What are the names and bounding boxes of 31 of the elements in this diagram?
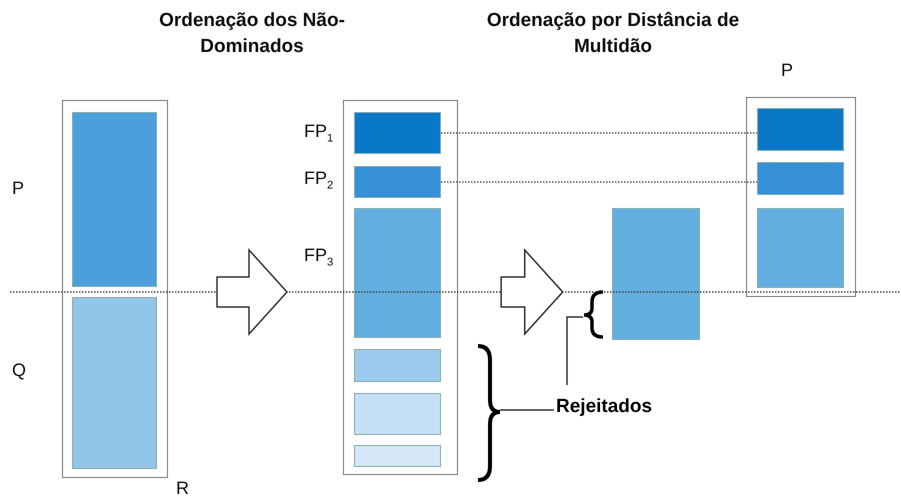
block-arrow: [500, 248, 564, 336]
block-arrow: [216, 248, 288, 336]
front-block: [354, 349, 441, 382]
population-block: [72, 297, 157, 469]
front-block: [354, 208, 441, 338]
set-label: FP$_{2}$: [304, 168, 334, 192]
population-panel: [746, 97, 856, 297]
connector-line: [500, 409, 554, 411]
front-block: [757, 208, 844, 288]
front-block: [612, 208, 700, 340]
connector-line: [566, 316, 583, 385]
front-block: [757, 162, 844, 195]
front-block: [354, 445, 441, 467]
step-heading: Ordenação dos Não-Dominados: [158, 9, 346, 59]
set-label: FP$_{3}$: [304, 245, 334, 269]
front-block: [354, 112, 441, 154]
population-panel: [62, 100, 168, 478]
front-block: [757, 108, 844, 151]
set-label: P: [12, 178, 24, 199]
set-label: R: [176, 478, 189, 498]
set-label: Q: [12, 360, 26, 381]
population-panel: [343, 100, 458, 475]
set-label: FP$_{1}$: [304, 121, 334, 145]
callout-label: Rejeitados: [556, 396, 652, 417]
connector-line: [441, 132, 757, 134]
step-heading: Ordenação por Distância de Multidão: [486, 9, 740, 59]
front-block: [354, 166, 441, 198]
front-block: [354, 393, 441, 435]
connector-line: [441, 181, 757, 183]
set-label: P: [781, 60, 794, 81]
population-block: [72, 112, 157, 287]
